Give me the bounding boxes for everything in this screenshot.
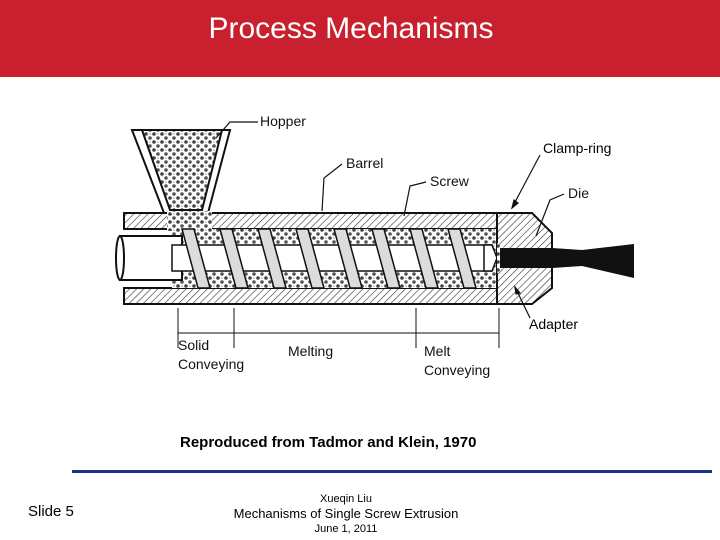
figure-caption: Reproduced from Tadmor and Klein, 1970	[180, 434, 477, 451]
die-label: Die	[568, 185, 589, 201]
slide-number: Slide 5	[28, 503, 74, 520]
hopper	[130, 129, 232, 214]
melt-conveying-label-1: Melt	[424, 343, 451, 359]
extruder-diagram: Hopper Barrel Screw Die Solid Conveying …	[115, 113, 634, 378]
talk-title: Mechanisms of Single Screw Extrusion	[233, 506, 459, 521]
footer-info: Xueqin Liu Mechanisms of Single Screw Ex…	[200, 492, 492, 537]
screw	[115, 228, 498, 289]
screw-label: Screw	[430, 173, 470, 189]
solid-conveying-label-2: Conveying	[178, 356, 244, 372]
melt-conveying-label-2: Conveying	[424, 362, 490, 378]
hopper-label: Hopper	[260, 113, 306, 129]
clamp-ring-callout: Clamp-ring	[543, 140, 612, 156]
author-name: Xueqin Liu	[320, 493, 372, 505]
page-title: Process Mechanisms	[208, 12, 494, 45]
leader-lines	[215, 121, 565, 237]
section-dimension-lines	[177, 308, 500, 348]
melting-label: Melting	[288, 343, 333, 359]
solid-conveying-label-1: Solid	[178, 337, 209, 353]
barrel-label: Barrel	[346, 155, 383, 171]
die	[496, 212, 634, 305]
adapter-callout: Adapter	[529, 316, 579, 332]
title-bar: Process Mechanisms	[0, 0, 720, 77]
talk-date: June 1, 2011	[314, 523, 378, 535]
barrel	[123, 211, 500, 305]
footer-divider	[72, 470, 712, 473]
annotation-arrows	[510, 154, 541, 319]
